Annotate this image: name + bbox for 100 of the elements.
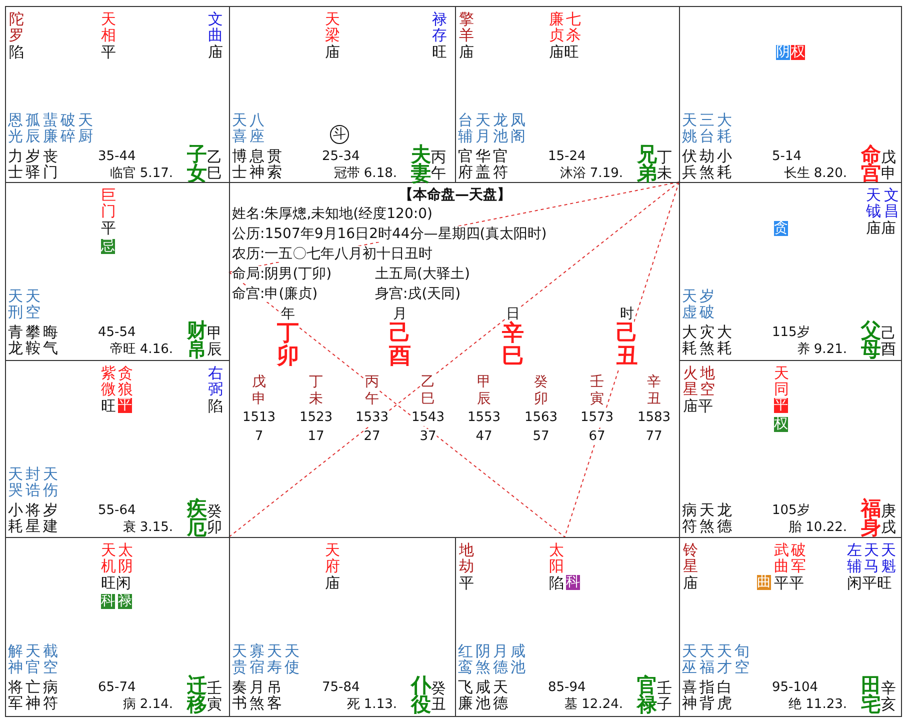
deity-name: 将星 xyxy=(26,502,40,534)
life-stage-label: 冠带 6.18. xyxy=(334,166,397,182)
star-name: 铃星 xyxy=(683,542,698,574)
deity-name: 官符 xyxy=(493,148,508,180)
minor-star-name: 旬空 xyxy=(734,643,750,675)
deity-name: 官府 xyxy=(458,148,473,180)
transform-badge: 曲 xyxy=(757,575,771,590)
palace-name: 兄弟 xyxy=(637,145,657,183)
life-stage-label: 绝 11.23. xyxy=(788,697,847,713)
star-name: 擎羊 xyxy=(459,11,474,43)
star-name: 禄存 xyxy=(432,11,447,43)
brightness-label: 庙 xyxy=(683,575,698,591)
palace-name: 夫妻 xyxy=(411,145,431,183)
brightness-label: 平 xyxy=(101,220,116,236)
age-range: 85-94 xyxy=(548,680,586,696)
life-stage-label: 死 1.13. xyxy=(346,697,397,713)
minor-star-name: 天厨 xyxy=(78,112,93,144)
deity-name: 病符 xyxy=(43,679,58,711)
palace-name: 子女 xyxy=(187,145,207,183)
palace-name: 财帛 xyxy=(187,321,207,359)
palace-box xyxy=(229,6,456,183)
minor-star-name: 天空 xyxy=(26,288,40,320)
star-name: 天魁 xyxy=(881,542,896,574)
minor-star-name: 八座 xyxy=(250,112,264,144)
deity-name: 天德 xyxy=(493,679,508,711)
age-range: 55-64 xyxy=(98,503,136,519)
minor-star-name: 天使 xyxy=(284,643,300,675)
palace-box xyxy=(679,6,902,183)
minor-star-name: 天姚 xyxy=(682,112,697,144)
luck-year: 1573 xyxy=(580,410,614,426)
minor-star-name: 天福 xyxy=(700,643,714,675)
age-range: 15-24 xyxy=(548,149,586,165)
luck-year: 1543 xyxy=(411,410,445,426)
minor-star-name: 蜚廉 xyxy=(43,112,58,144)
star-name: 陀罗 xyxy=(9,11,24,43)
minor-star-name: 孤辰 xyxy=(26,112,40,144)
deity-name: 奏书 xyxy=(232,679,247,711)
minor-star-name: 天喜 xyxy=(232,112,247,144)
star-name: 天相 xyxy=(101,11,116,43)
palace-name: 官禄 xyxy=(637,676,657,714)
life-stage-label: 病 2.14. xyxy=(122,697,173,713)
star-name: 贪狼 xyxy=(118,365,133,397)
minor-star-name: 咸池 xyxy=(510,643,526,675)
connector-line xyxy=(228,182,680,273)
star-name: 七杀 xyxy=(566,11,581,43)
palace-box xyxy=(5,182,230,361)
palace-box xyxy=(679,182,902,361)
minor-star-name: 恩光 xyxy=(8,112,23,144)
minor-star-name: 天贵 xyxy=(232,643,247,675)
deity-name: 月煞 xyxy=(250,679,264,711)
life-stage-label: 胎 10.22. xyxy=(788,520,847,536)
connector-line xyxy=(564,182,680,538)
deity-name: 吊客 xyxy=(267,679,282,711)
palace-box xyxy=(229,537,456,717)
minor-star-name: 大耗 xyxy=(717,112,732,144)
age-range: 25-34 xyxy=(322,149,360,165)
stem-branch: 庚戌 xyxy=(881,503,896,535)
palace-name: 疾厄 xyxy=(187,499,207,537)
transform-badge: 科 xyxy=(101,594,115,609)
pillar-label: 时 xyxy=(620,306,634,322)
star-name: 天机 xyxy=(101,542,116,574)
star-name: 太阳 xyxy=(549,542,564,574)
brightness-label: 庙 xyxy=(325,44,340,60)
stem-branch: 癸丑 xyxy=(431,680,446,712)
transform-badge: 平 xyxy=(118,398,132,413)
palace-name: 命宫 xyxy=(861,145,881,183)
deity-name: 岁驿 xyxy=(26,148,40,180)
palace-name: 父母 xyxy=(861,321,881,359)
stem-branch: 己酉 xyxy=(881,325,896,357)
transform-badge: 权 xyxy=(791,45,805,60)
brightness-label: 旺 xyxy=(432,44,447,60)
brightness-label: 平 xyxy=(459,575,474,591)
minor-star-name: 天巫 xyxy=(682,643,697,675)
age-range: 105岁 xyxy=(772,503,810,519)
age-range: 95-104 xyxy=(772,680,818,696)
palace-box xyxy=(5,6,230,183)
star-name: 文昌 xyxy=(884,187,899,219)
life-stage-label: 养 9.21. xyxy=(796,342,847,358)
star-name: 火星 xyxy=(683,365,698,397)
stem-branch: 癸卯 xyxy=(207,503,222,535)
star-name: 右弼 xyxy=(208,365,223,397)
life-stage-label: 长生 8.20. xyxy=(784,166,847,182)
palace-box xyxy=(5,537,230,717)
age-range: 5-14 xyxy=(772,149,802,165)
star-name: 天梁 xyxy=(325,11,340,43)
deity-name: 指背 xyxy=(700,679,714,711)
minor-star-name: 龙池 xyxy=(493,112,508,144)
brightness-label: 旺闲 xyxy=(101,575,131,591)
minor-star-name: 红鸾 xyxy=(458,643,473,675)
life-stage-label: 衰 3.15. xyxy=(122,520,173,536)
star-name: 天府 xyxy=(325,542,340,574)
pillar-stem-branch: 己丑 xyxy=(616,322,638,368)
pillar-stem-branch: 己酉 xyxy=(389,322,411,368)
deity-name: 龙德 xyxy=(717,502,732,534)
deity-name: 华盖 xyxy=(476,148,490,180)
brightness-label: 庙 xyxy=(325,575,340,591)
minor-star-name: 天哭 xyxy=(8,466,23,498)
star-name: 文曲 xyxy=(208,11,223,43)
minor-star-name: 天官 xyxy=(26,643,40,675)
pillar-label: 月 xyxy=(393,306,407,322)
